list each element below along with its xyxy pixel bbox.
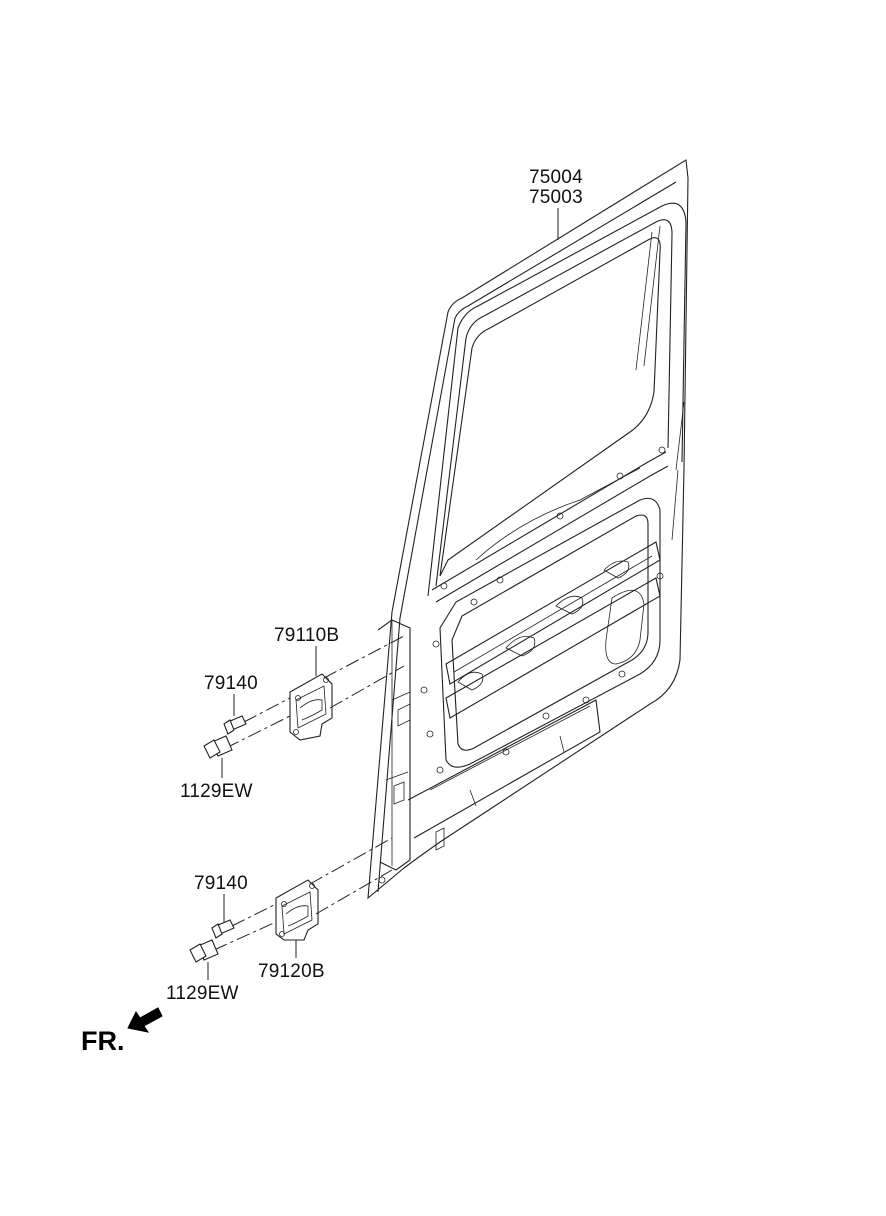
label-1129EW-upper: 1129EW — [180, 781, 253, 802]
label-1129EW-lower: 1129EW — [166, 983, 239, 1004]
upper-pin-guide — [243, 697, 291, 723]
upper-hinge-guide-lower — [329, 665, 405, 709]
label-79140-lower: 79140 — [194, 873, 248, 894]
label-79120B: 79120B — [258, 961, 325, 982]
lower-bolt — [189, 939, 219, 963]
lower-hinge-guide-lower — [315, 869, 393, 915]
upper-pin — [223, 715, 247, 735]
front-indicator: FR. — [81, 1026, 125, 1056]
upper-hinge — [289, 673, 333, 741]
label-79140-upper: 79140 — [204, 673, 258, 694]
label-75003: 75003 — [529, 187, 583, 208]
upper-bolt — [203, 735, 233, 759]
lower-pin — [211, 919, 235, 939]
upper-bolt-guide — [225, 715, 291, 749]
label-75004: 75004 — [529, 167, 583, 188]
lower-hinge-guide — [309, 837, 393, 885]
lower-pin-guide — [231, 903, 277, 927]
lower-hinge — [275, 879, 319, 941]
lower-bolt-guide — [213, 921, 277, 951]
door-panel — [367, 159, 689, 900]
upper-hinge-guide — [323, 635, 405, 679]
arrow-icon — [127, 1007, 163, 1033]
label-79110B: 79110B — [274, 625, 340, 646]
